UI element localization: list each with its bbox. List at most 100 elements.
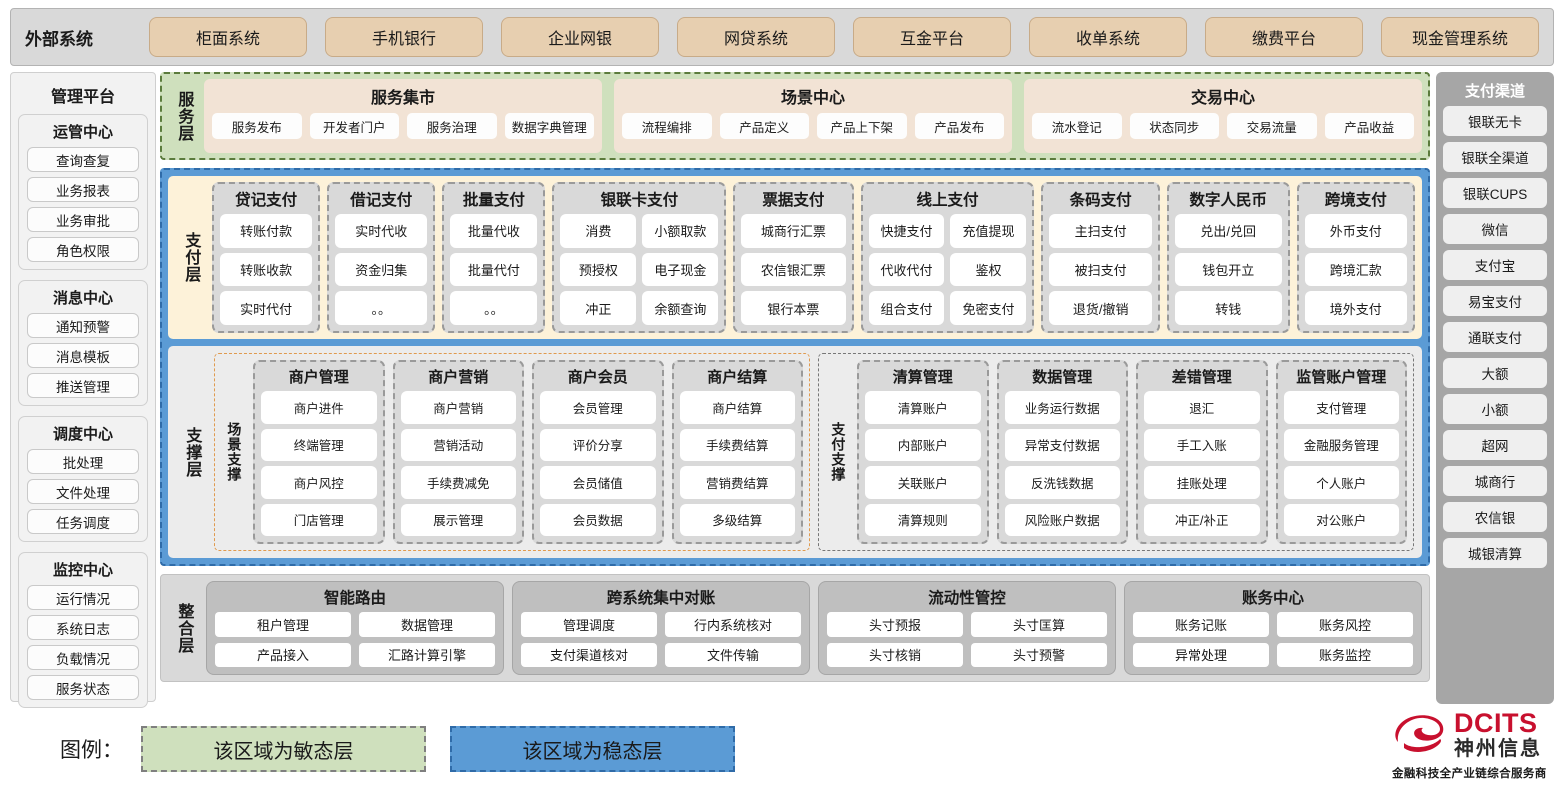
- service-chip[interactable]: 服务发布: [212, 113, 302, 139]
- support-item[interactable]: 手工入账: [1144, 428, 1260, 461]
- payment-item[interactable]: 城商行汇票: [741, 214, 846, 248]
- payment-item[interactable]: 跨境汇款: [1304, 252, 1407, 287]
- payment-item[interactable]: 电子现金: [642, 252, 719, 287]
- service-chip[interactable]: 产品上下架: [817, 113, 907, 139]
- payment-item[interactable]: 组合支付: [868, 291, 945, 326]
- support-item[interactable]: 反洗钱数据: [1004, 466, 1120, 499]
- payment-channel-item[interactable]: 城银清算: [1443, 538, 1547, 568]
- payment-channel-item[interactable]: 银联无卡: [1443, 106, 1547, 136]
- support-item[interactable]: 展示管理: [400, 503, 516, 536]
- integration-item[interactable]: 产品接入: [215, 642, 351, 667]
- integration-item[interactable]: 支付渠道核对: [521, 642, 657, 667]
- payment-item[interactable]: 钱包开立: [1174, 252, 1282, 287]
- sidebar-item[interactable]: 文件处理: [27, 479, 139, 504]
- payment-item[interactable]: 境外支付: [1304, 291, 1407, 326]
- payment-channel-item[interactable]: 超网: [1443, 430, 1547, 460]
- integration-item[interactable]: 管理调度: [521, 612, 657, 637]
- payment-item[interactable]: 主扫支付: [1049, 214, 1152, 248]
- support-item[interactable]: 营销费结算: [679, 466, 795, 499]
- payment-item[interactable]: 代收代付: [868, 252, 945, 287]
- payment-item[interactable]: 免密支付: [950, 291, 1027, 326]
- payment-item[interactable]: 消费: [560, 214, 637, 248]
- service-chip[interactable]: 开发者门户: [309, 113, 399, 139]
- payment-item[interactable]: 资金归集: [335, 252, 428, 287]
- support-item[interactable]: 多级结算: [679, 503, 795, 536]
- support-item[interactable]: 对公账户: [1283, 503, 1399, 536]
- sidebar-item[interactable]: 推送管理: [27, 373, 139, 398]
- service-chip[interactable]: 状态同步: [1129, 113, 1219, 139]
- support-item[interactable]: 商户营销: [400, 391, 516, 424]
- payment-item[interactable]: 批量代付: [450, 252, 538, 287]
- support-item[interactable]: 会员数据: [540, 503, 656, 536]
- payment-item[interactable]: 实时代收: [335, 214, 428, 248]
- payment-channel-item[interactable]: 微信: [1443, 214, 1547, 244]
- support-item[interactable]: 商户进件: [261, 391, 377, 424]
- external-system-chip[interactable]: 互金平台: [853, 17, 1011, 57]
- support-item[interactable]: 会员储值: [540, 466, 656, 499]
- payment-channel-item[interactable]: 小额: [1443, 394, 1547, 424]
- payment-channel-item[interactable]: 支付宝: [1443, 250, 1547, 280]
- payment-channel-item[interactable]: 通联支付: [1443, 322, 1547, 352]
- integration-item[interactable]: 头寸预警: [971, 642, 1107, 667]
- payment-item[interactable]: 鉴权: [950, 252, 1027, 287]
- payment-channel-item[interactable]: 城商行: [1443, 466, 1547, 496]
- support-item[interactable]: 风险账户数据: [1004, 503, 1120, 536]
- support-item[interactable]: 挂账处理: [1144, 466, 1260, 499]
- integration-item[interactable]: 账务记账: [1133, 612, 1269, 637]
- external-system-chip[interactable]: 企业网银: [501, 17, 659, 57]
- payment-item[interactable]: 小额取款: [642, 214, 719, 248]
- integration-item[interactable]: 租户管理: [215, 612, 351, 637]
- sidebar-item[interactable]: 业务审批: [27, 207, 139, 232]
- payment-item[interactable]: 充值提现: [950, 214, 1027, 248]
- sidebar-item[interactable]: 系统日志: [27, 615, 139, 640]
- sidebar-item[interactable]: 通知预警: [27, 313, 139, 338]
- payment-item[interactable]: 预授权: [560, 252, 637, 287]
- payment-item[interactable]: 。。: [335, 291, 428, 326]
- service-chip[interactable]: 服务治理: [407, 113, 497, 139]
- payment-item[interactable]: 退货/撤销: [1049, 291, 1152, 326]
- payment-item[interactable]: 快捷支付: [868, 214, 945, 248]
- external-system-chip[interactable]: 手机银行: [325, 17, 483, 57]
- support-item[interactable]: 终端管理: [261, 428, 377, 461]
- payment-item[interactable]: 兑出/兑回: [1174, 214, 1282, 248]
- payment-item[interactable]: 转账收款: [220, 252, 313, 287]
- service-chip[interactable]: 流程编排: [622, 113, 712, 139]
- payment-item[interactable]: 银行本票: [741, 291, 846, 326]
- service-chip[interactable]: 交易流量: [1227, 113, 1317, 139]
- sidebar-item[interactable]: 角色权限: [27, 237, 139, 262]
- support-item[interactable]: 金融服务管理: [1283, 428, 1399, 461]
- sidebar-item[interactable]: 业务报表: [27, 177, 139, 202]
- external-system-chip[interactable]: 现金管理系统: [1381, 17, 1539, 57]
- service-chip[interactable]: 产品定义: [719, 113, 809, 139]
- payment-item[interactable]: 农信银汇票: [741, 252, 846, 287]
- payment-channel-item[interactable]: 易宝支付: [1443, 286, 1547, 316]
- sidebar-item[interactable]: 批处理: [27, 449, 139, 474]
- payment-channel-item[interactable]: 大额: [1443, 358, 1547, 388]
- support-item[interactable]: 支付管理: [1283, 391, 1399, 424]
- support-item[interactable]: 商户结算: [679, 391, 795, 424]
- integration-item[interactable]: 数据管理: [359, 612, 495, 637]
- support-item[interactable]: 手续费结算: [679, 428, 795, 461]
- payment-item[interactable]: 批量代收: [450, 214, 538, 248]
- integration-item[interactable]: 汇路计算引擎: [359, 642, 495, 667]
- support-item[interactable]: 评价分享: [540, 428, 656, 461]
- support-item[interactable]: 会员管理: [540, 391, 656, 424]
- support-item[interactable]: 清算账户: [865, 391, 981, 424]
- service-chip[interactable]: 产品收益: [1324, 113, 1414, 139]
- integration-item[interactable]: 账务风控: [1277, 612, 1413, 637]
- external-system-chip[interactable]: 缴费平台: [1205, 17, 1363, 57]
- support-item[interactable]: 商户风控: [261, 466, 377, 499]
- integration-item[interactable]: 行内系统核对: [665, 612, 801, 637]
- service-chip[interactable]: 数据字典管理: [504, 113, 594, 139]
- integration-item[interactable]: 文件传输: [665, 642, 801, 667]
- support-item[interactable]: 手续费减免: [400, 466, 516, 499]
- integration-item[interactable]: 头寸预报: [827, 612, 963, 637]
- payment-item[interactable]: 冲正: [560, 291, 637, 326]
- sidebar-item[interactable]: 任务调度: [27, 509, 139, 534]
- support-item[interactable]: 关联账户: [865, 466, 981, 499]
- support-item[interactable]: 业务运行数据: [1004, 391, 1120, 424]
- support-item[interactable]: 异常支付数据: [1004, 428, 1120, 461]
- service-chip[interactable]: 流水登记: [1032, 113, 1122, 139]
- integration-item[interactable]: 头寸匡算: [971, 612, 1107, 637]
- support-item[interactable]: 内部账户: [865, 428, 981, 461]
